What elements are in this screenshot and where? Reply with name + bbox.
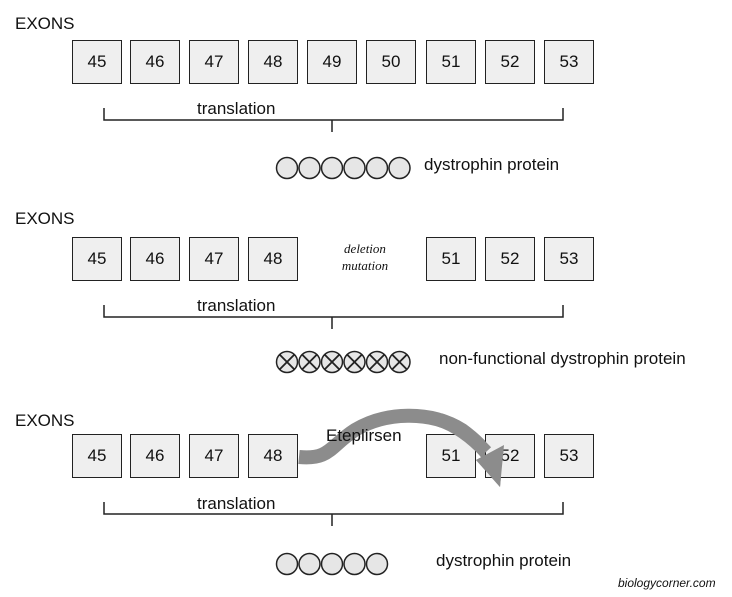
protein-bead [388,156,411,180]
protein-bead [343,156,366,180]
panel-3-exons-header: EXONS [15,411,75,430]
exon-box: 51 [426,434,476,478]
panel-1-exons-header: EXONS [15,14,75,33]
protein-bead [320,552,344,576]
bead-cross-mark [301,354,318,370]
protein-label: dystrophin protein [424,155,560,174]
bead-cross-mark [391,354,408,370]
protein-label: non-functional dystrophin protein [439,349,686,368]
protein-bead [320,156,344,180]
exon-box: 45 [72,434,122,478]
protein-bead [365,552,389,576]
exon-box: 46 [130,40,180,84]
exon-box: 47 [189,40,239,84]
translation-bracket [103,108,564,132]
exon-box: 48 [248,40,298,84]
protein-bead [343,552,366,576]
translation-bracket [103,305,564,329]
exon-box: 53 [544,40,594,84]
translation-bracket [103,502,564,526]
panel-2-exons-header: EXONS [15,209,75,228]
bead-cross-mark [346,354,363,370]
exon-box: 48 [248,434,298,478]
exon-box: 45 [72,237,122,281]
protein-bead [275,552,299,576]
exon-box: 51 [426,40,476,84]
deletion-label-line1: deletion [344,241,386,256]
exon-box: 49 [307,40,357,84]
translation-label: translation [197,296,276,315]
exon-box: 47 [189,434,239,478]
exon-box: 45 [72,40,122,84]
deletion-label-line2: mutation [341,258,389,273]
exon-box: 52 [485,40,535,84]
credit-label: biologycorner.com [618,576,716,590]
translation-label: translation [197,494,276,513]
protein-bead [275,156,299,180]
exon-box: 52 [485,237,535,281]
exon-box: 46 [130,434,180,478]
exon-box: 46 [130,237,180,281]
protein-bead [298,552,321,576]
eteplirsen-label: Eteplirsen [326,426,402,445]
exon-box: 53 [544,434,594,478]
exon-box: 52 [485,434,535,478]
translation-label: translation [197,99,276,118]
deletion-mutation-label: deletion mutation [330,240,400,274]
exon-box: 53 [544,237,594,281]
exon-box: 47 [189,237,239,281]
protein-label: dystrophin protein [436,551,572,570]
exon-box: 48 [248,237,298,281]
bead-cross-mark [279,354,295,370]
protein-bead [298,156,321,180]
exon-box: 50 [366,40,416,84]
exon-box: 51 [426,237,476,281]
protein-bead [365,156,389,180]
bead-cross-mark [369,354,385,370]
bead-cross-mark [324,354,340,370]
